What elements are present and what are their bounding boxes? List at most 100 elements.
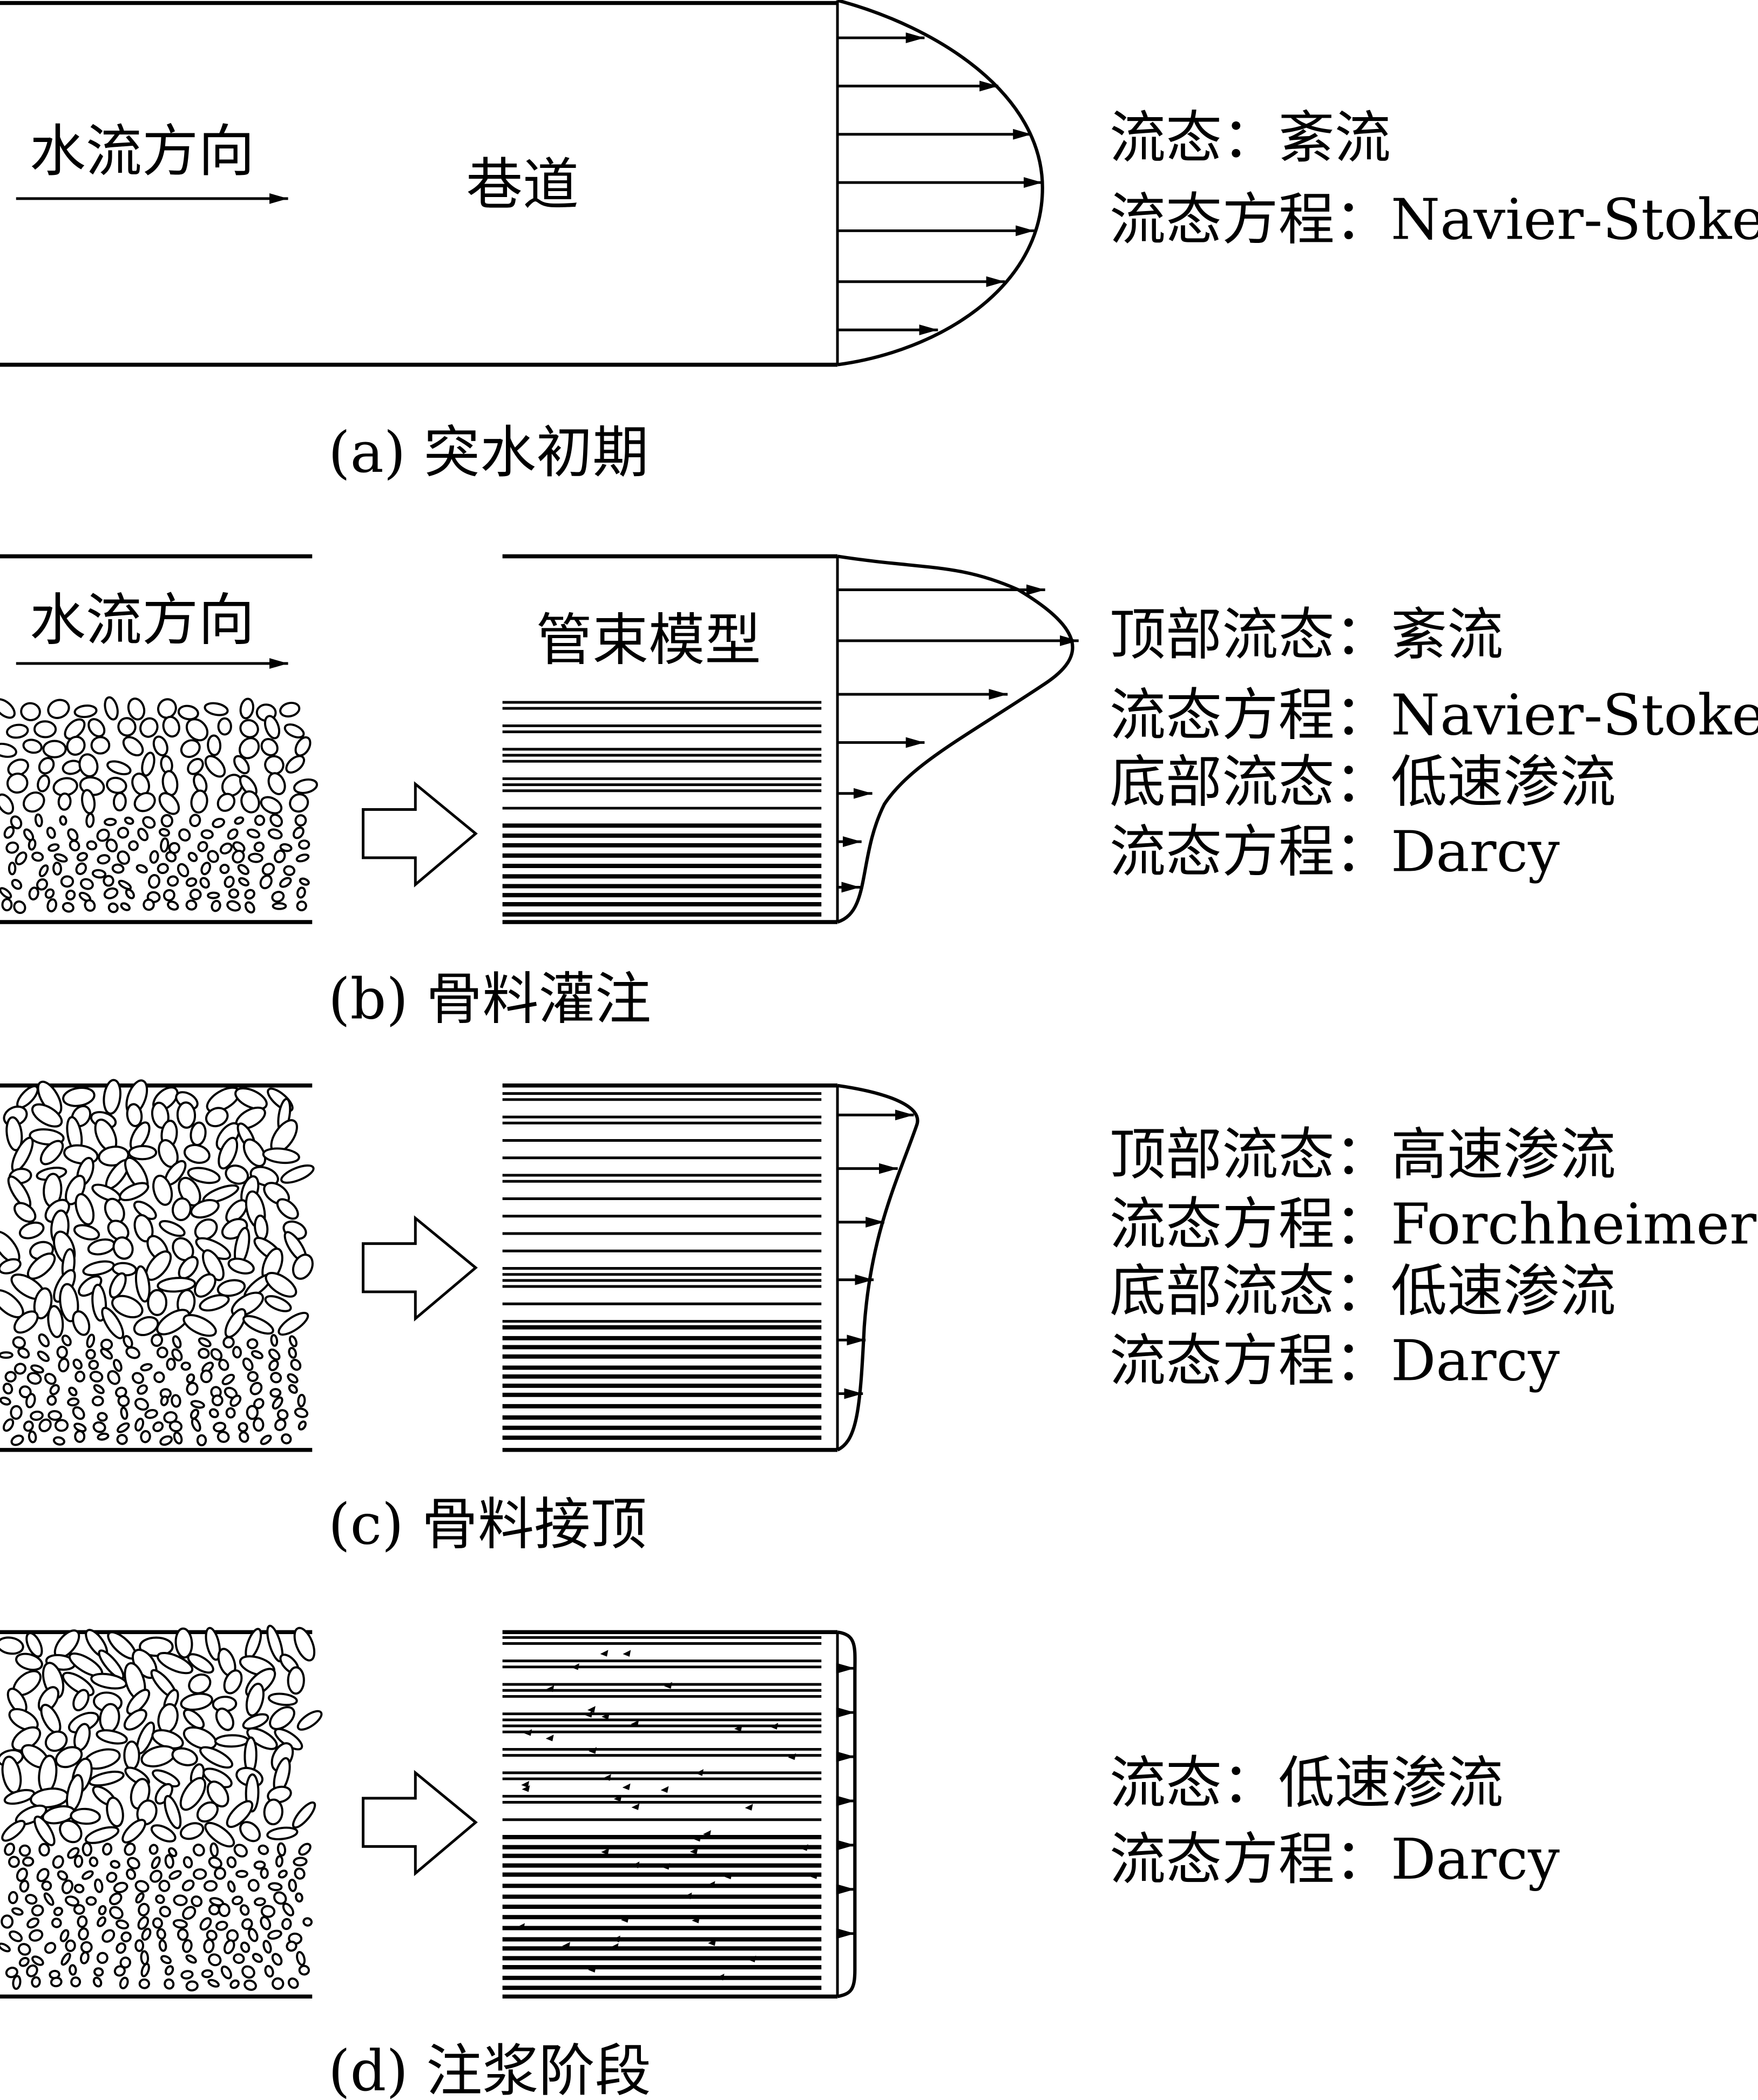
aggregate-particle: [253, 841, 265, 852]
flow-direction-label: 水流方向: [30, 587, 255, 653]
aggregate-particle: [183, 1144, 211, 1164]
aggregate-particle: [192, 1868, 207, 1880]
aggregate-particle: [265, 1272, 297, 1298]
aggregate-particle: [33, 1287, 53, 1319]
aggregate-particle: [218, 1136, 239, 1170]
caption-d: (d) 注浆阶段: [328, 2038, 651, 2100]
aggregate-particle: [0, 698, 16, 719]
aggregate-particle: [223, 1939, 235, 1954]
aggregate-particle: [204, 755, 226, 778]
aggregate-particle: [267, 772, 286, 795]
grout-particle: [522, 1785, 530, 1792]
aggregate-particle: [125, 1346, 140, 1359]
aggregate-particle: [167, 1847, 178, 1858]
aggregate-particle: [2, 1418, 15, 1432]
aggregate-particle: [158, 1939, 167, 1952]
aggregate-particle: [92, 1421, 106, 1433]
aggregate-particle: [59, 1929, 70, 1942]
grout-particle: [562, 1942, 571, 1949]
aggregate-particle: [33, 1816, 56, 1846]
aggregate-particle: [242, 1138, 267, 1167]
grout-particle: [788, 1753, 796, 1760]
aggregate-particle: [18, 1221, 45, 1239]
aggregate-particle: [38, 1842, 50, 1857]
aggregate-particle: [148, 874, 160, 889]
aggregate-particle: [97, 854, 111, 865]
aggregate-particle: [226, 900, 241, 912]
aggregate-particle: [80, 1941, 93, 1954]
aggregate-particle: [119, 1182, 150, 1202]
aggregate-particle: [119, 1976, 129, 1989]
aggregate-particle: [137, 1916, 150, 1930]
aggregate-particle: [49, 1384, 60, 1396]
aggregate-particle: [139, 1636, 174, 1657]
panel-c: 顶部流态：高速渗流 流态方程：Forchheimer 底部流态：低速渗流 流态方…: [0, 1079, 1756, 1557]
aggregate-particle: [203, 1880, 218, 1892]
grout-particle: [660, 1786, 669, 1793]
aggregate-particle: [186, 1381, 199, 1396]
aggregate-particle: [180, 1361, 191, 1371]
aggregate-particle: [91, 1396, 104, 1407]
aggregate-particle: [238, 877, 250, 886]
aggregate-particle: [245, 1683, 265, 1717]
aggregate-particle: [180, 1692, 213, 1711]
grout-particle: [664, 1682, 672, 1689]
aggregate-particle: [162, 715, 180, 738]
aggregate-particle: [272, 1977, 285, 1990]
aggregate-particle: [285, 755, 306, 774]
aggregate-particle: [111, 863, 125, 874]
aggregate-particle: [270, 1334, 279, 1347]
grout-particle: [601, 1712, 610, 1720]
aggregate-particle: [0, 1942, 11, 1953]
aggregate-particle: [275, 1855, 283, 1868]
aggregate-particle: [22, 1856, 35, 1867]
aggregate-particle: [156, 1309, 190, 1336]
aggregate-particle: [160, 1955, 172, 1964]
aggregate-particle: [26, 1964, 38, 1977]
aggregate-particle: [103, 887, 119, 899]
aggregate-particle: [268, 1882, 283, 1892]
aggregate-particle: [148, 1844, 159, 1855]
aggregate-particle: [85, 812, 95, 828]
aggregate-particle: [102, 1842, 113, 1856]
velocity-profile-curve: [837, 0, 1044, 367]
grout-particle: [571, 1663, 579, 1670]
aggregate-particle: [267, 828, 283, 840]
aggregate-particle: [92, 1976, 103, 1988]
aggregate-particle: [124, 1842, 136, 1856]
aggregate-particle: [286, 1940, 297, 1952]
aggregate-particle: [242, 1713, 269, 1730]
grout-particle: [521, 1781, 530, 1788]
grout-particle: [584, 1711, 593, 1718]
aggregate-particle: [10, 815, 23, 830]
aggregate-particle: [164, 1965, 174, 1976]
aggregate-particle: [168, 1869, 182, 1880]
aggregate-particle: [55, 1746, 83, 1769]
aggregate-particle: [270, 1372, 282, 1384]
aggregate-particle: [272, 902, 287, 910]
aggregate-particle: [239, 737, 260, 760]
aggregate-particle: [295, 853, 310, 863]
aggregate-particle: [269, 1706, 295, 1730]
aggregate-particle: [240, 1941, 251, 1953]
aggregate-particle: [50, 1976, 63, 1988]
aggregate-pebbles: [0, 696, 318, 914]
grout-particle: [707, 1881, 715, 1888]
aggregate-particle: [9, 1930, 23, 1942]
grout-particle: [708, 1939, 716, 1946]
aggregate-particle: [31, 1904, 44, 1916]
aggregate-particle: [31, 1955, 44, 1966]
aggregate-particle: [194, 1218, 218, 1241]
transform-arrow-icon: [362, 1215, 478, 1322]
grout-particle: [610, 1943, 619, 1950]
aggregate-particle: [51, 1918, 62, 1928]
velocity-profile-curve: [837, 1630, 857, 1999]
tube-bundle-label: 管束模型: [536, 607, 761, 673]
aggregate-particle: [160, 1395, 169, 1406]
aggregate-particle: [199, 1746, 234, 1769]
aggregate-particle: [168, 1420, 183, 1433]
aggregate-particle: [89, 1371, 104, 1383]
aggregate-particle: [246, 1338, 259, 1350]
aggregate-particle: [293, 1627, 316, 1662]
aggregate-particle: [80, 878, 94, 890]
